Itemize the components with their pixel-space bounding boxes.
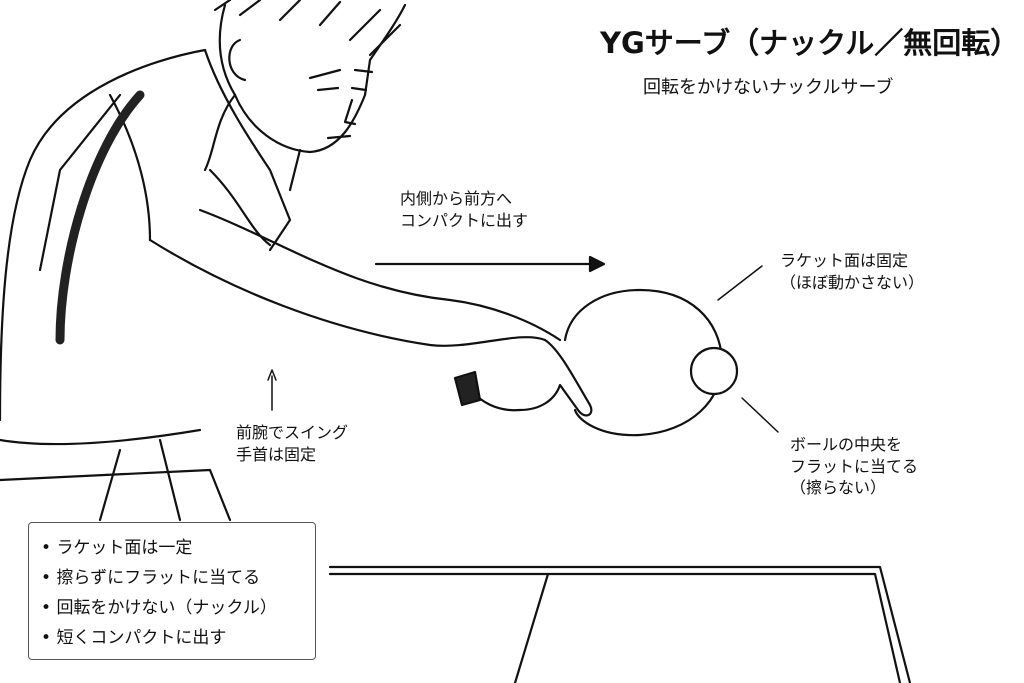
annotation-line: ボールの中央を: [790, 435, 903, 454]
arrows-and-leaders: [267, 255, 779, 433]
key-points-box: ラケット面は一定 擦らずにフラットに当てる 回転をかけない（ナックル） 短くコン…: [28, 522, 316, 660]
racket-face-annotation: ラケット面は固定 （ほぼ動かさない）: [780, 250, 924, 293]
motion-annotation: 内側から前方へ コンパクトに出す: [400, 188, 528, 231]
table: [328, 565, 912, 683]
ball: [689, 346, 739, 396]
hand-and-racket: [453, 288, 739, 437]
subtitle: 回転をかけないナックルサーブ: [643, 77, 894, 98]
annotation-line: 内側から前方へ: [400, 189, 513, 208]
annotation-line: （擦らない）: [790, 478, 887, 498]
annotation-line: 手首は固定: [236, 444, 317, 464]
key-point: 回転をかけない（ナックル）: [41, 593, 315, 623]
racket-leader: [717, 265, 763, 301]
key-point: ラケット面は一定: [41, 533, 315, 563]
ball-leader: [741, 397, 779, 433]
annotation-line: （ほぼ動かさない）: [780, 272, 925, 292]
annotation-line: 前腕でスイング: [236, 423, 349, 442]
key-point: 擦らずにフラットに当てる: [41, 563, 315, 593]
player-figure: [0, 0, 562, 522]
annotation-line: コンパクトに出す: [400, 210, 529, 230]
annotation-line: フラットに当てる: [790, 456, 919, 476]
annotation-line: ラケット面は固定: [780, 251, 909, 270]
key-point: 短くコンパクトに出す: [41, 623, 315, 653]
contact-annotation: ボールの中央を フラットに当てる （擦らない）: [790, 434, 918, 499]
forearm-annotation: 前腕でスイング 手首は固定: [236, 422, 348, 465]
page-title: YGサーブ（ナックル／無回転）: [600, 26, 1020, 60]
